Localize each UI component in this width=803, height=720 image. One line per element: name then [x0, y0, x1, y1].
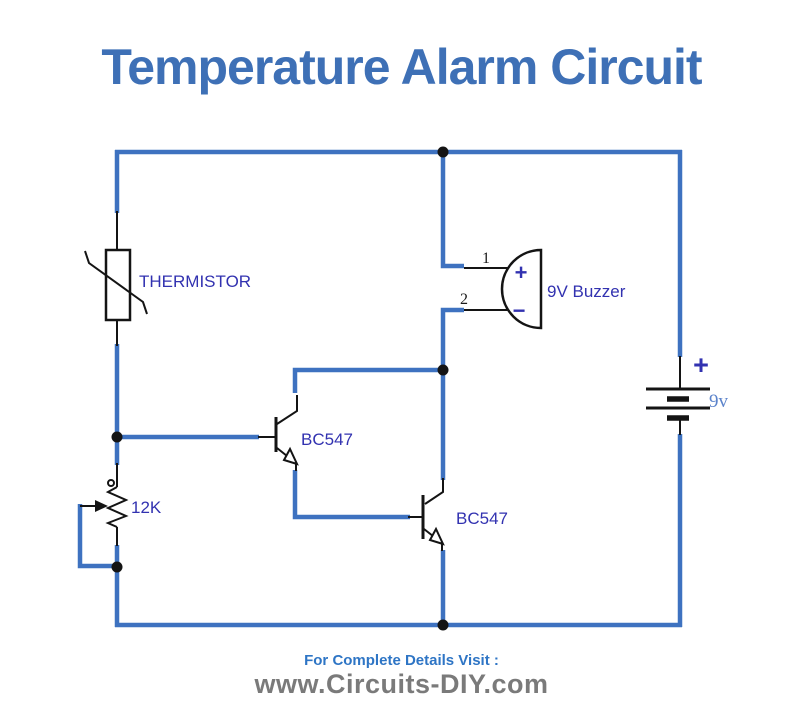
buzzer-top-feed-wire	[440, 152, 464, 269]
pot-wiper-arrowhead	[95, 500, 108, 512]
footer-visit-text: For Complete Details Visit :	[304, 652, 499, 669]
buzzer-bottom-feed-wire	[440, 307, 464, 371]
page-title: Temperature Alarm Circuit	[101, 39, 702, 95]
buzzer-pin1-number: 1	[482, 250, 490, 267]
thermistor: THERMISTOR	[84, 211, 251, 346]
buzzer-minus-sign: −	[513, 298, 526, 323]
junction-dot-wiper	[111, 561, 123, 573]
battery: + 9v	[646, 350, 729, 435]
wires	[77, 149, 683, 628]
buzzer-plus-sign: +	[515, 260, 528, 285]
thermistor-strike-line	[84, 250, 148, 315]
buzzer-body	[500, 248, 543, 330]
thermistor-label: THERMISTOR	[139, 272, 251, 291]
buzzer: 1 2 + − 9V Buzzer	[460, 248, 626, 330]
q1-collector-wire	[292, 367, 445, 393]
footer: For Complete Details Visit : www.Circuit…	[0, 652, 803, 700]
battery-voltage-label: 9v	[709, 391, 729, 412]
junction-dot-top	[437, 146, 449, 158]
pot-wiper-return-wire	[77, 504, 115, 569]
buzzer-pin2-number: 2	[460, 291, 468, 308]
q2-collector-lead	[424, 478, 444, 505]
junction-dots	[111, 146, 449, 631]
pot-resistor-zigzag	[105, 486, 129, 528]
pot-value-label: 12K	[131, 498, 162, 517]
pot-terminal-circle	[107, 479, 115, 487]
junction-dot-bottom	[437, 619, 449, 631]
q1-label: BC547	[301, 430, 353, 449]
battery-plus-sign: +	[693, 350, 709, 380]
potentiometer: 12K	[80, 463, 162, 546]
q2-label: BC547	[456, 509, 508, 528]
q2-emitter-arrowhead	[428, 526, 445, 546]
junction-dot-base	[111, 431, 123, 443]
q1-emitter-to-q2-base-wire	[292, 470, 410, 520]
q1-emitter-arrowhead	[282, 446, 299, 466]
q1-collector-lead	[276, 395, 298, 425]
transistor-q1: BC547	[258, 395, 353, 471]
buzzer-label: 9V Buzzer	[547, 282, 626, 301]
transistor-q2: BC547	[408, 478, 508, 551]
junction-dot-collector-bus	[437, 364, 449, 376]
footer-website-text: www.Circuits-DIY.com	[254, 669, 549, 700]
